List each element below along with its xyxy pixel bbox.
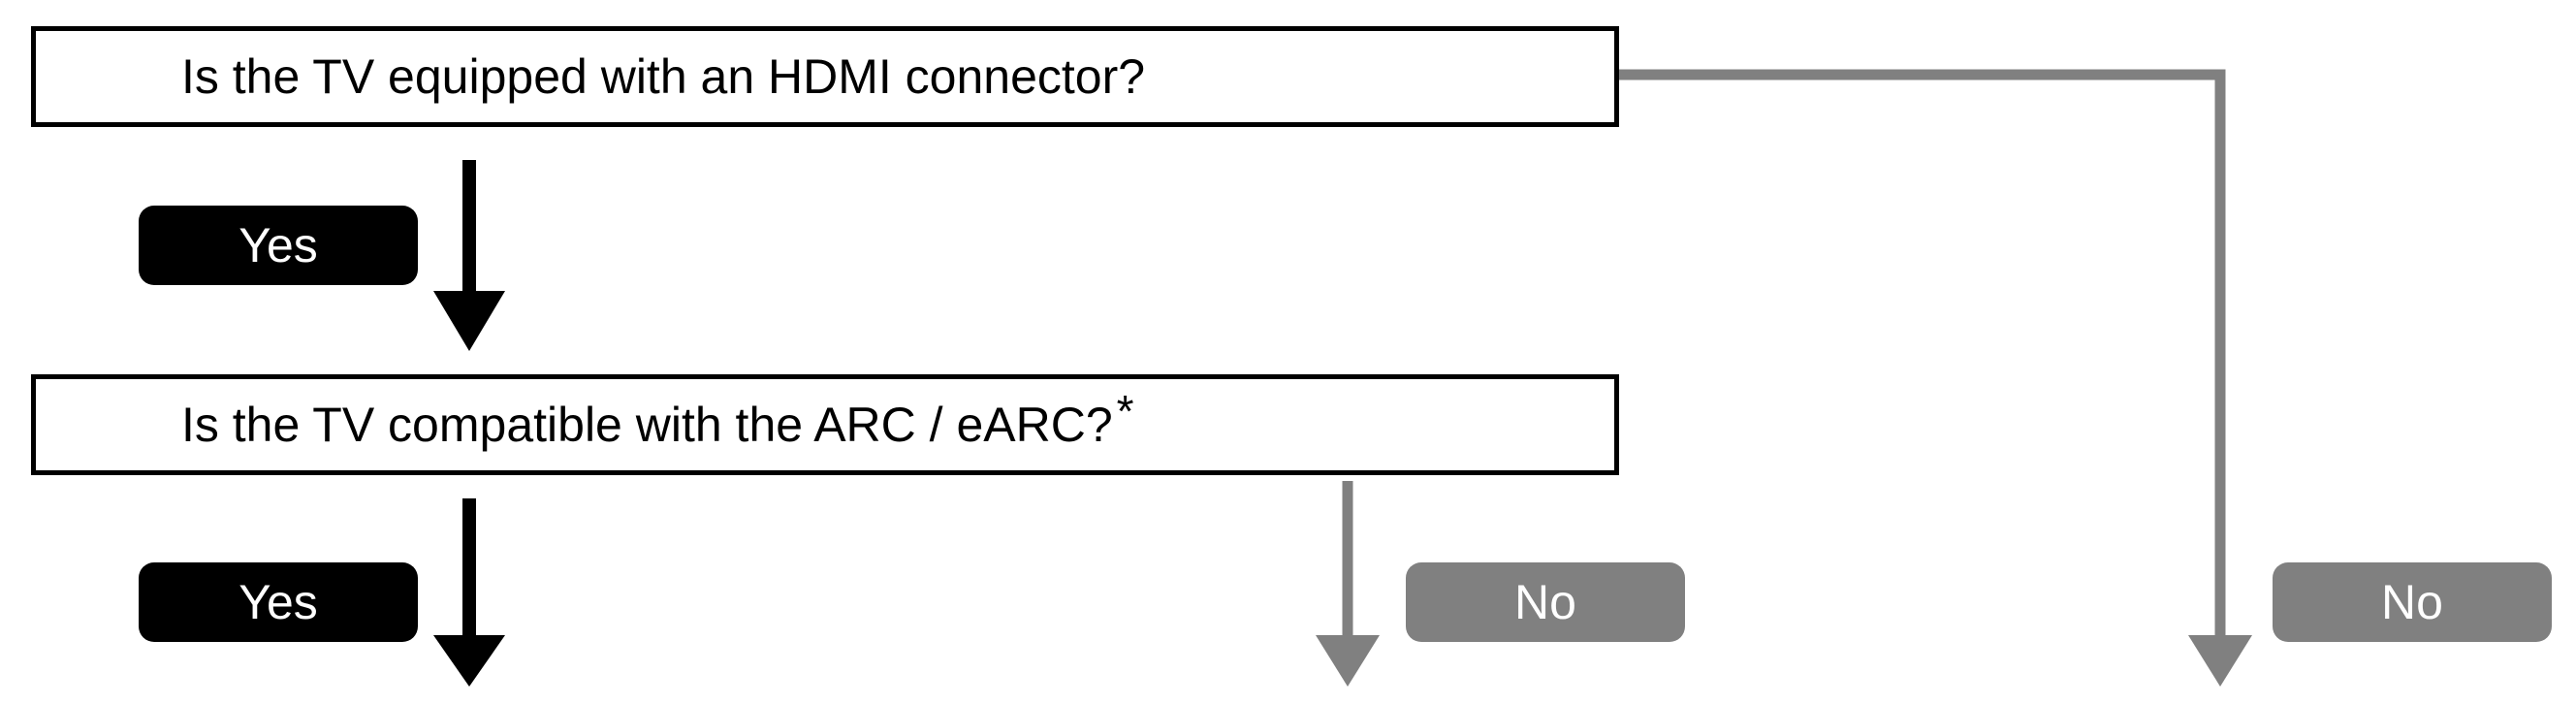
no-badge-arc: No bbox=[1406, 562, 1685, 642]
yes-badge-arc: Yes bbox=[139, 562, 418, 642]
question-hdmi-text: Is the TV equipped with an HDMI connecto… bbox=[181, 49, 1146, 104]
question-hdmi-box: Is the TV equipped with an HDMI connecto… bbox=[31, 26, 1619, 127]
no-arrow-2-shaft bbox=[1619, 69, 2226, 648]
no-badge-hdmi-label: No bbox=[2381, 575, 2443, 629]
no-badge-arc-label: No bbox=[1514, 575, 1576, 629]
yes-badge-hdmi-label: Yes bbox=[239, 218, 318, 272]
yes-arrow-1-head bbox=[433, 291, 505, 351]
question-arc-text: Is the TV compatible with the ARC / eARC… bbox=[181, 398, 1113, 452]
question-arc-box: Is the TV compatible with the ARC / eARC… bbox=[31, 374, 1619, 475]
no-arrow-2-head bbox=[2188, 635, 2252, 687]
footnote-asterisk: * bbox=[1116, 386, 1134, 436]
yes-badge-arc-label: Yes bbox=[239, 575, 318, 629]
yes-badge-hdmi: Yes bbox=[139, 206, 418, 285]
yes-arrow-2-head bbox=[433, 635, 505, 687]
no-badge-hdmi: No bbox=[2273, 562, 2552, 642]
no-arrow-1-head bbox=[1316, 635, 1380, 687]
